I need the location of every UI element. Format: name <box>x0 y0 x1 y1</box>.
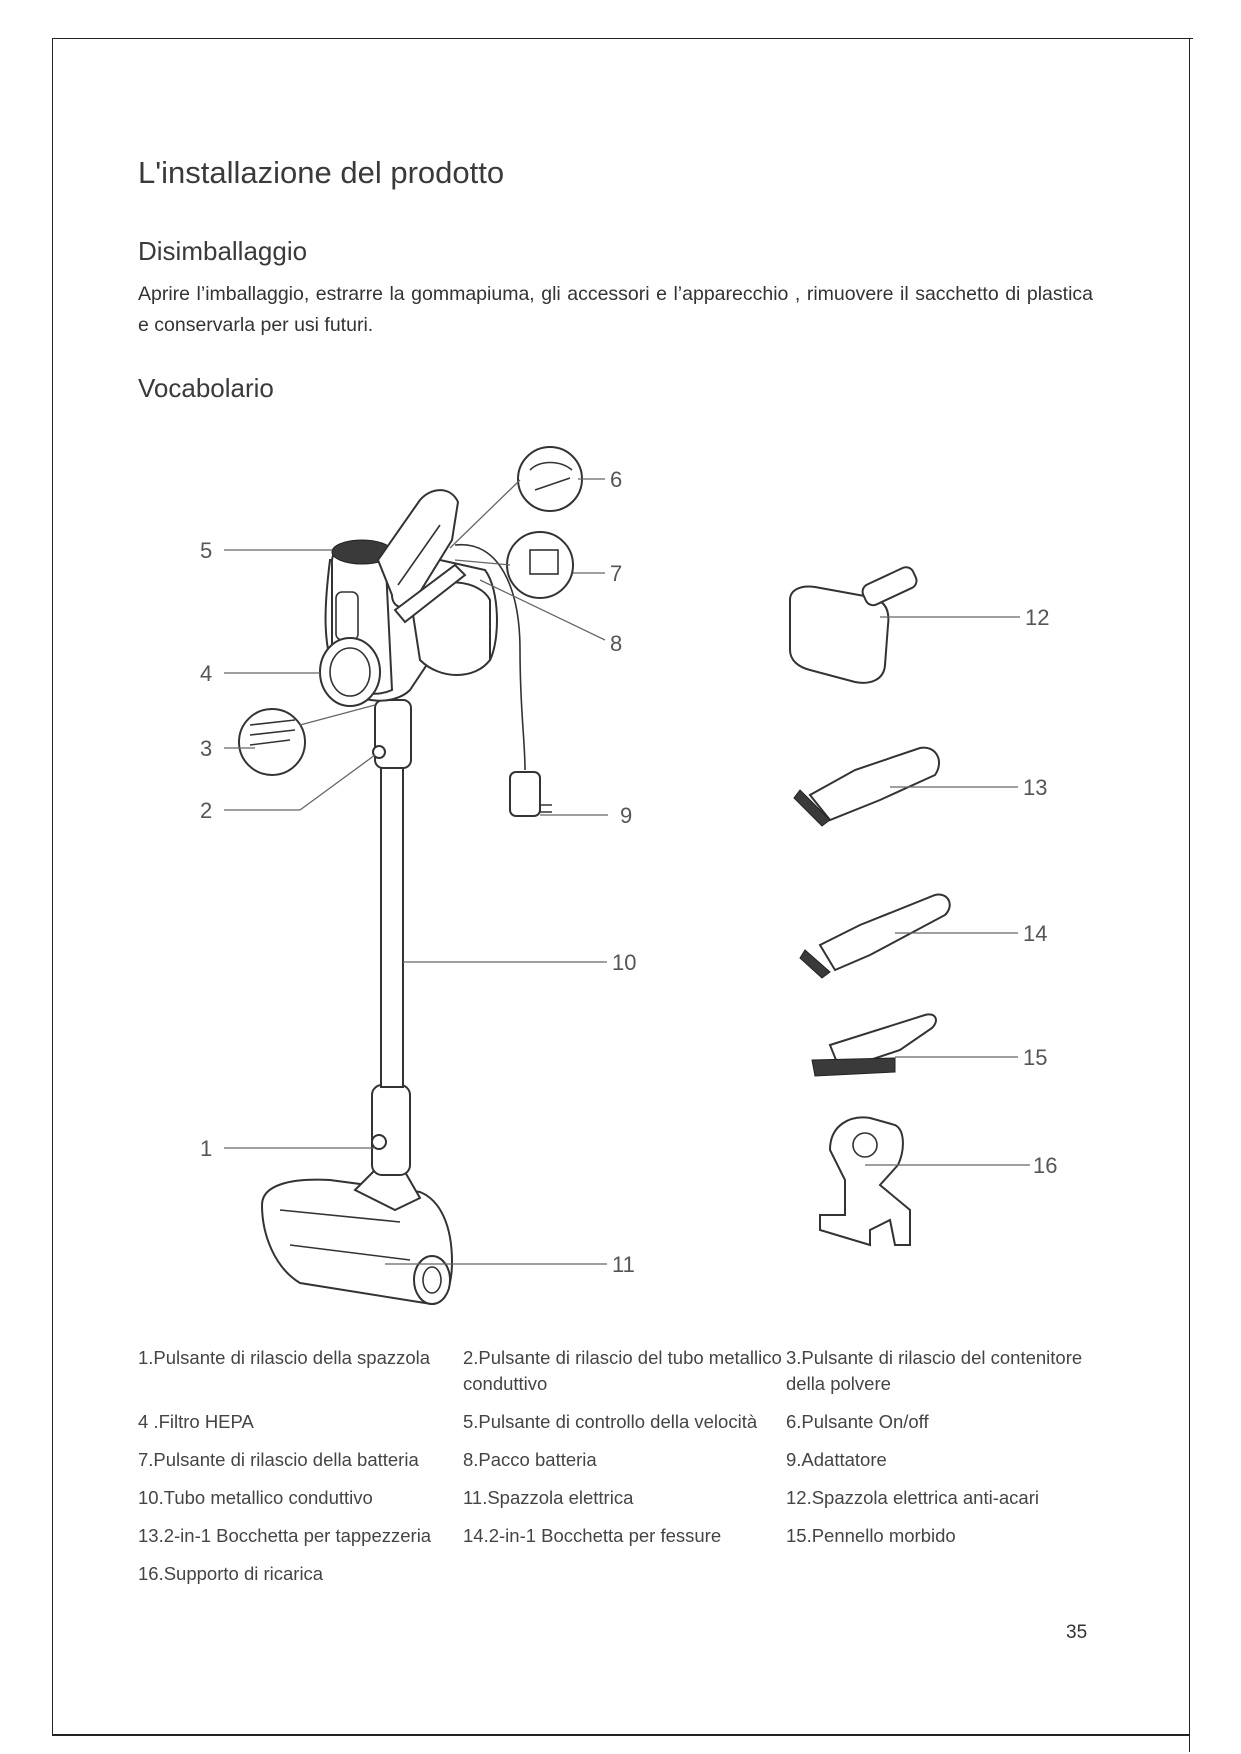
adapter-plug <box>540 804 552 813</box>
floor-brush-body <box>260 1178 454 1305</box>
callout-13: 13 <box>1023 775 1047 800</box>
legend-row: 1.Pulsante di rilascio della spazzola 2.… <box>138 1345 1108 1397</box>
soft-brush-bristles <box>811 1057 896 1077</box>
legend-item: 16.Supporto di ricarica <box>138 1563 324 1584</box>
legend-row: 10.Tubo metallico conduttivo 11.Spazzola… <box>138 1485 1108 1511</box>
callout-2: 2 <box>200 798 212 823</box>
anti-mite-brush-neck <box>861 566 918 607</box>
crevice-nozzle-bristles <box>799 949 831 979</box>
legend-item: 12.Spazzola elettrica anti-acari <box>786 1487 1039 1508</box>
brush-release-button <box>371 1134 387 1150</box>
soft-brush <box>828 1013 937 1072</box>
anti-mite-brush <box>789 585 890 684</box>
callout-1: 1 <box>200 1136 212 1161</box>
lower-connector <box>371 1084 411 1176</box>
legend-item: 7.Pulsante di rilascio della batteria <box>138 1449 419 1470</box>
zoom-battery-detail <box>529 549 559 575</box>
page-frame-top <box>52 38 1189 39</box>
vacuum-illustration <box>238 446 583 1305</box>
zoom-dust-detail <box>249 719 296 746</box>
crevice-nozzle <box>818 893 951 972</box>
legend-item: 15.Pennello morbido <box>786 1525 956 1546</box>
callout-12: 12 <box>1025 605 1049 630</box>
legend-item: 2.Pulsante di rilascio del tubo metallic… <box>463 1347 782 1394</box>
legend-item: 1.Pulsante di rilascio della spazzola <box>138 1347 431 1368</box>
callout-15: 15 <box>1023 1045 1047 1070</box>
callout-9: 9 <box>620 803 632 828</box>
legend-item <box>786 1561 1108 1587</box>
callout-labels: 1 2 3 4 5 6 7 8 9 10 11 12 13 14 15 16 <box>200 467 1057 1277</box>
legend-item: 6.Pulsante On/off <box>786 1411 929 1432</box>
callout-6: 6 <box>610 467 622 492</box>
legend-row: 7.Pulsante di rilascio della batteria 8.… <box>138 1447 1108 1473</box>
hepa-filter-inner <box>329 647 371 697</box>
page-number: 35 <box>1066 1622 1088 1643</box>
zoom-power-button <box>517 446 583 512</box>
page-frame-left <box>52 38 53 1734</box>
charger-cable <box>454 544 526 771</box>
callout-4: 4 <box>200 661 212 686</box>
page-frame-right <box>1189 38 1190 1752</box>
callout-8: 8 <box>610 631 622 656</box>
metal-tube <box>380 764 404 1088</box>
callout-11: 11 <box>612 1252 635 1277</box>
legend-row: 16.Supporto di ricarica <box>138 1561 1108 1587</box>
legend-item: 3.Pulsante di rilascio del contenitore d… <box>786 1347 1083 1394</box>
unpacking-heading: Disimballaggio <box>138 236 308 266</box>
legend-item: 9.Adattatore <box>786 1449 887 1470</box>
callout-3: 3 <box>200 736 212 761</box>
floor-brush-detail <box>279 1209 411 1261</box>
legend-item: 14.2-in-1 Bocchetta per fessure <box>463 1525 722 1546</box>
handle-trigger <box>397 524 441 586</box>
legend-row: 4 .Filtro HEPA 5.Pulsante di controllo d… <box>138 1409 1108 1435</box>
zoom-battery-release <box>506 531 574 599</box>
legend-item: 4 .Filtro HEPA <box>138 1411 254 1432</box>
upholstery-nozzle-bristles <box>793 789 831 827</box>
page-title: L'installazione del prodotto <box>138 155 505 190</box>
unpacking-text: Aprire l’imballaggio, estrarre la gommap… <box>138 283 1093 336</box>
legend-item: 5.Pulsante di controllo della velocità <box>463 1411 758 1432</box>
floor-brush-roller-cap <box>422 1266 442 1294</box>
page-frame-corner <box>1185 38 1193 39</box>
legend-item <box>463 1561 786 1587</box>
callout-10: 10 <box>612 950 636 975</box>
tube-release-button <box>372 745 386 759</box>
charger-adapter <box>509 771 541 817</box>
legend-item: 8.Pacco batteria <box>463 1449 597 1470</box>
legend-item: 13.2-in-1 Bocchetta per tappezzeria <box>138 1525 432 1546</box>
callout-5: 5 <box>200 538 212 563</box>
leader-lines <box>224 478 1030 1265</box>
page-frame-bottom <box>52 1734 1189 1736</box>
legend-row: 13.2-in-1 Bocchetta per tappezzeria 14.2… <box>138 1523 1108 1549</box>
callout-16: 16 <box>1033 1153 1057 1178</box>
charging-stand <box>819 1116 911 1247</box>
product-diagram: 1 2 3 4 5 6 7 8 9 10 11 12 13 14 15 16 <box>200 446 1057 1305</box>
handle <box>376 489 460 609</box>
legend-item: 10.Tubo metallico conduttivo <box>138 1487 373 1508</box>
vocab-heading: Vocabolario <box>138 373 274 403</box>
battery-release-latch <box>393 563 467 624</box>
callout-14: 14 <box>1023 921 1047 946</box>
floor-brush-roller <box>413 1255 451 1305</box>
callout-7: 7 <box>610 561 622 586</box>
accessories-illustration <box>789 566 951 1247</box>
charging-stand-hole <box>852 1132 878 1158</box>
parts-legend: 1.Pulsante di rilascio della spazzola 2.… <box>138 1345 1108 1599</box>
upholstery-nozzle <box>808 746 940 822</box>
legend-item: 11.Spazzola elettrica <box>463 1487 634 1508</box>
zoom-power-detail <box>529 461 573 491</box>
